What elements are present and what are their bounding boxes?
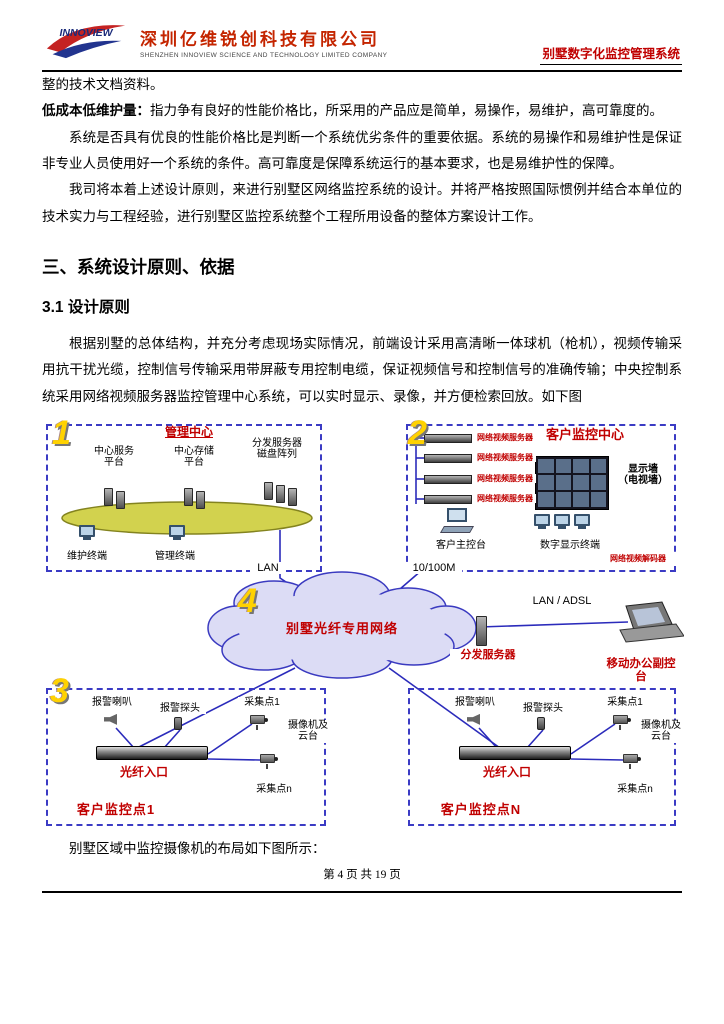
paragraph-camera-layout: 别墅区域中监控摄像机的布局如下图所示： bbox=[69, 840, 326, 856]
camera-icon bbox=[613, 714, 631, 730]
server-tower-icon bbox=[104, 487, 113, 506]
site1-box bbox=[46, 687, 326, 826]
digital-terminal-label: 数字显示终端 bbox=[530, 539, 610, 552]
low-cost-term: 低成本低维护量： bbox=[42, 103, 150, 119]
alarm-horn-label: 报警喇叭 bbox=[86, 696, 138, 709]
display-terminal-icon bbox=[554, 513, 570, 529]
diagram-connections-svg bbox=[61, 437, 684, 761]
company-subtitle: SHENZHEN INNOVIEW SCIENCE AND TECHNOLOGY… bbox=[140, 51, 388, 59]
collect-pointn-label: 采集点n bbox=[250, 783, 298, 796]
alarm-horn-label: 报警喇叭 bbox=[449, 696, 501, 709]
cloud-icon bbox=[207, 571, 477, 679]
mobile-console-label: 移动办公副控台 bbox=[606, 657, 676, 684]
collect-point1-label: 采集点1 bbox=[238, 696, 286, 709]
console-keyboard-icon bbox=[439, 525, 475, 533]
alarm-probe-icon bbox=[537, 716, 545, 730]
video-server-icon bbox=[424, 453, 472, 463]
page-header: INNOVIEW 深圳亿维锐创科技有限公司 SHENZHEN INNOVIEW … bbox=[42, 12, 682, 72]
maintenance-terminal-label: 维护终端 bbox=[57, 550, 117, 563]
video-server-icon bbox=[424, 494, 472, 504]
lan-adsl-label: LAN / ADSL bbox=[532, 594, 592, 607]
disk-array-icon bbox=[276, 484, 285, 503]
dist-server-array-label: 分发服务器 磁盘阵列 bbox=[242, 437, 312, 461]
dist-server-icon bbox=[476, 615, 487, 646]
fiber-entry-label: 光纤入口 bbox=[477, 765, 537, 780]
disk-array-icon bbox=[264, 481, 273, 500]
display-wall-icon bbox=[535, 455, 609, 510]
server-tower-icon bbox=[196, 490, 205, 509]
video-server-label: 网络视频服务器 bbox=[474, 473, 536, 483]
paragraph-performance: 系统是否具有优良的性能价格比是判断一个系统优劣条件的重要依据。系统的易操作和易维… bbox=[42, 129, 682, 171]
paragraph-design-principle: 根据别墅的总体结构，并充分考虑现场实际情况，前端设计采用高清晰一体球机（枪机），… bbox=[42, 335, 682, 404]
innoview-logo-icon: INNOVIEW bbox=[42, 18, 130, 65]
paragraph-continuation: 整的技术文档资料。 bbox=[42, 77, 164, 92]
display-terminal-icon bbox=[534, 513, 550, 529]
siteN-box bbox=[408, 687, 676, 826]
marker-4: 4 bbox=[238, 581, 257, 620]
admin-terminal-icon bbox=[169, 524, 185, 540]
footer-rule bbox=[42, 891, 682, 894]
marker-3: 3 bbox=[50, 671, 69, 710]
alarm-horn-icon bbox=[467, 713, 480, 725]
alarm-probe-label: 报警探头 bbox=[517, 702, 569, 715]
fiber-device-icon bbox=[96, 745, 208, 760]
marker-2: 2 bbox=[408, 413, 427, 452]
video-server-label: 网络视频服务器 bbox=[474, 452, 536, 462]
collect-point1-label: 采集点1 bbox=[601, 696, 649, 709]
video-server-icon bbox=[424, 474, 472, 484]
fiber-entry-label: 光纤入口 bbox=[114, 765, 174, 780]
video-decoder-label: 网络视频解码器 bbox=[600, 553, 676, 563]
client-center-title: 客户监控中心 bbox=[537, 427, 633, 443]
marker-1: 1 bbox=[52, 413, 71, 452]
management-center-box bbox=[46, 423, 322, 572]
display-terminal-icon bbox=[574, 513, 590, 529]
low-cost-desc: 指力争有良好的性能价格比，所采用的产品应是简单，易操作，易维护，高可靠度的。 bbox=[150, 103, 663, 119]
document-title: 别墅数字化监控管理系统 bbox=[540, 43, 682, 65]
video-server-label: 网络视频服务器 bbox=[474, 432, 536, 442]
server-tower-icon bbox=[116, 490, 125, 509]
camera-icon bbox=[260, 753, 278, 769]
lan-label: LAN bbox=[250, 561, 286, 575]
paragraph-design-intent: 我司将本着上述设计原则，来进行别墅区网络监控系统的设计。并将严格按照国际惯例并结… bbox=[42, 182, 682, 224]
site1-title: 客户监控点1 bbox=[76, 801, 156, 817]
subsection-heading: 3.1 设计原则 bbox=[42, 298, 130, 316]
client-center-box bbox=[406, 423, 676, 572]
section-heading: 三、系统设计原则、依据 bbox=[42, 256, 235, 277]
video-server-label: 网络视频服务器 bbox=[474, 493, 536, 503]
alarm-probe-label: 报警探头 bbox=[154, 702, 206, 715]
collect-pointn-label: 采集点n bbox=[611, 783, 659, 796]
admin-terminal-label: 管理终端 bbox=[145, 550, 205, 563]
page-number: 第 4 页 共 19 页 bbox=[323, 869, 401, 882]
siteN-title: 客户监控点N bbox=[440, 801, 522, 817]
company-name: 深圳亿维锐创科技有限公司 bbox=[140, 29, 380, 49]
alarm-horn-icon bbox=[104, 713, 117, 725]
svg-text:INNOVIEW: INNOVIEW bbox=[59, 27, 113, 39]
camera-icon bbox=[250, 714, 268, 730]
network-topology-diagram: 1 2 3 4 管理中心 中心服务 平台 中心存储 平台 分发服务器 磁盘阵列 … bbox=[42, 413, 684, 832]
cloud-network-label: 别墅光纤专用网络 bbox=[285, 620, 398, 636]
camera-icon bbox=[623, 753, 641, 769]
server-tower-icon bbox=[184, 487, 193, 506]
display-wall-label: 显示墙 （电视墙） bbox=[612, 463, 674, 487]
paragraph-low-cost: 低成本低维护量：指力争有良好的性能价格比，所采用的产品应是简单，易操作，易维护，… bbox=[42, 98, 682, 124]
center-service-label: 中心服务 平台 bbox=[84, 445, 144, 469]
maintenance-terminal-icon bbox=[79, 524, 95, 540]
mgmt-center-title: 管理中心 bbox=[154, 425, 224, 440]
alarm-probe-icon bbox=[174, 716, 182, 730]
center-storage-label: 中心存储 平台 bbox=[164, 445, 224, 469]
video-server-icon bbox=[424, 433, 472, 443]
speed-label: 10/100M bbox=[406, 561, 462, 575]
client-console-label: 客户主控台 bbox=[425, 539, 497, 552]
fiber-device-icon bbox=[459, 745, 571, 760]
camera-ptz-label: 摄像机及 云台 bbox=[282, 719, 334, 743]
laptop-icon bbox=[619, 601, 684, 643]
console-monitor-icon bbox=[447, 507, 467, 522]
dist-server-label: 分发服务器 bbox=[450, 648, 526, 662]
camera-ptz-label: 摄像机及 云台 bbox=[638, 719, 684, 743]
disk-array-icon bbox=[288, 487, 297, 506]
